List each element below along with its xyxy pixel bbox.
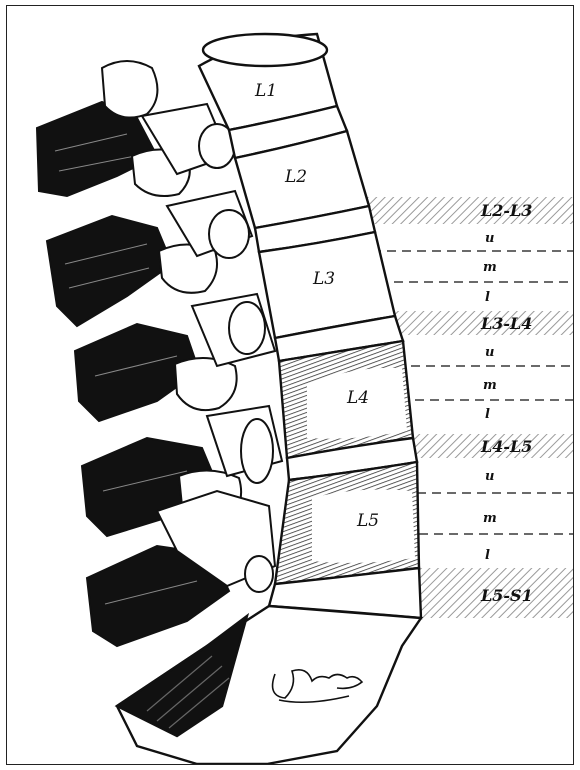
vertebra-label-l4: L4 [346, 388, 369, 408]
vertebra-label-l3: L3 [312, 269, 335, 289]
vertebra-label-l5: L5 [356, 511, 379, 531]
disc-level-label-l2l3: L2-L3 [480, 201, 532, 220]
zone-label-l4-lower: l [485, 407, 490, 422]
foramen-l4-l5 [241, 419, 273, 483]
disc-level-label-l4l5: L4-L5 [480, 437, 532, 456]
facet-l1 [102, 61, 157, 118]
zone-label-l4-middle: m [483, 378, 497, 393]
facet-l3-l4 [175, 358, 237, 410]
zone-label-l4-upper: u [485, 345, 494, 360]
disc-level-label-l3l4: L3-L4 [480, 314, 532, 333]
spinous-process-l2 [47, 216, 172, 326]
zone-label-l5-lower: l [485, 548, 490, 563]
zone-label-l3-lower: l [485, 290, 490, 305]
lumbar-spine-illustration: L1 L2 L3 L4 L5 L2-L3 L3-L4 L4-L5 L5-S1 u… [7, 6, 573, 764]
zone-label-l3-upper: u [485, 231, 494, 246]
band-l2l3 [357, 197, 573, 224]
zone-label-l5-middle: m [483, 511, 497, 526]
zone-label-l5-upper: u [485, 469, 494, 484]
zone-label-l3-middle: m [483, 260, 497, 275]
foramen-l3-l4 [229, 302, 265, 354]
vertebra-label-l2: L2 [284, 167, 307, 187]
figure-frame: L1 L2 L3 L4 L5 L2-L3 L3-L4 L4-L5 L5-S1 u… [6, 5, 574, 765]
vertebra-label-l1: L1 [254, 81, 277, 101]
foramen-l5-s1 [245, 556, 273, 592]
disc-level-label-l5s1: L5-S1 [480, 586, 533, 605]
foramen-l2-l3 [209, 210, 249, 258]
